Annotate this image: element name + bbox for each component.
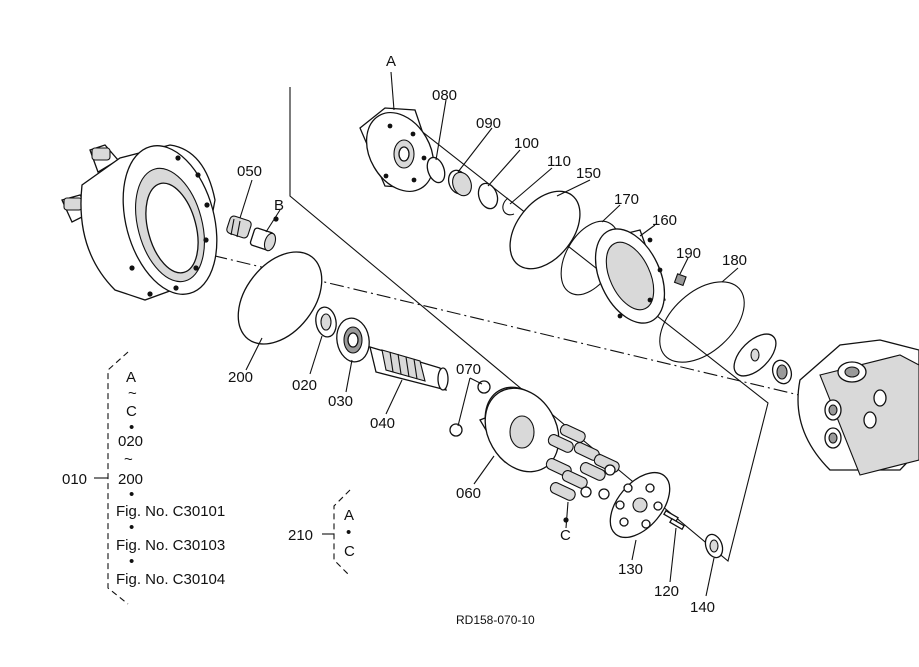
part-190-plug: [673, 273, 687, 287]
callout-070: 070: [456, 361, 481, 378]
legend-010-line-10: •: [129, 519, 134, 536]
part-160-cylinder: [594, 228, 666, 324]
callout-140: 140: [690, 599, 715, 616]
part-020-bearing: [315, 306, 337, 338]
piston-group-C: [545, 424, 620, 501]
motor-housing: [61, 144, 218, 301]
part-B-collar: [249, 227, 277, 252]
part-200-o-ring: [237, 251, 323, 345]
callout-190: 190: [676, 245, 701, 262]
part-060-cylinder-block: [479, 386, 561, 473]
dot-C: [563, 517, 569, 523]
callout-C: C: [560, 527, 571, 544]
callout-B: B: [274, 197, 284, 214]
callout-050: 050: [237, 163, 262, 180]
leader-lines: [239, 71, 739, 597]
part-050-plug: [226, 215, 252, 239]
valve-housing: [797, 339, 919, 476]
legend-010-line-13: Fig. No. C30104: [116, 571, 225, 588]
part-110-snap-ring: [502, 197, 515, 216]
legend-010-line-8: •: [129, 486, 134, 503]
legend-010-line-9: Fig. No. C30101: [116, 503, 225, 520]
callout-150: 150: [576, 165, 601, 182]
legend-210-line-3: C: [344, 543, 355, 560]
part-090-spacer: [447, 169, 472, 197]
callout-170: 170: [614, 191, 639, 208]
callout-100: 100: [514, 135, 539, 152]
callout-200: 200: [228, 369, 253, 386]
callout-160: 160: [652, 212, 677, 229]
part-180-o-ring: [659, 281, 745, 363]
part-030-bearing: [336, 317, 370, 363]
part-070-ball-lower: [449, 423, 463, 437]
callout-A: A: [386, 53, 396, 70]
legend-010-line-4: •: [129, 419, 134, 436]
dot-B: [273, 216, 279, 222]
legend-010-line-2: ~: [128, 385, 137, 402]
callout-080: 080: [432, 87, 457, 104]
callout-040: 040: [370, 415, 395, 432]
part-150-thrust-plate: [509, 190, 581, 270]
legend-010-line-12: •: [129, 553, 134, 570]
legend-010-line-11: Fig. No. C30103: [116, 537, 225, 554]
callout-060: 060: [456, 485, 481, 502]
part-080-ring: [426, 156, 446, 184]
callout-030: 030: [328, 393, 353, 410]
part-100-ring: [477, 182, 499, 210]
small-bearing-right: [771, 359, 793, 385]
callout-020: 020: [292, 377, 317, 394]
part-140-washer: [704, 533, 724, 559]
part-040-shaft: [369, 346, 449, 391]
legend-010-line-6: ~: [124, 451, 133, 468]
legend-210: 210 A • C: [288, 489, 355, 577]
callout-210: 210: [288, 527, 313, 544]
legend-010-line-5: 020: [118, 433, 143, 450]
legend-010-line-1: A: [126, 369, 136, 386]
drawing-reference: RD158-070-10: [456, 613, 535, 627]
legend-010-line-7: 200: [118, 471, 143, 488]
part-120-pins: [663, 509, 685, 531]
legend-010: 010 A ~ C • 020 ~ 200 • Fig. No. C30101 …: [62, 351, 225, 605]
part-A-bearing-holder: [359, 107, 435, 192]
callout-110: 110: [547, 153, 571, 170]
callout-180: 180: [722, 252, 747, 269]
legend-210-line-1: A: [344, 507, 354, 524]
part-130-retainer-plate: [609, 471, 671, 539]
callout-090: 090: [476, 115, 501, 132]
callout-130: 130: [618, 561, 643, 578]
legend-010-line-3: C: [126, 403, 137, 420]
legend-210-line-2: •: [346, 524, 351, 541]
callout-010: 010: [62, 471, 87, 488]
callout-120: 120: [654, 583, 679, 600]
washer-plate: [733, 333, 777, 377]
